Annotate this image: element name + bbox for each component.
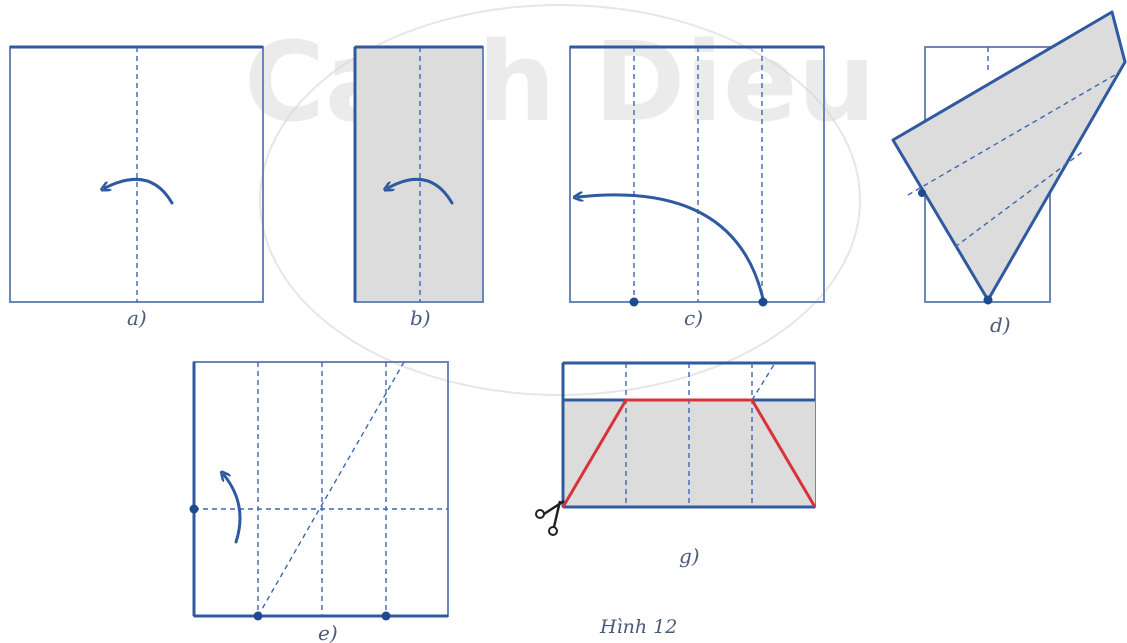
marked-point bbox=[983, 295, 993, 305]
panel-b: b) bbox=[353, 45, 484, 330]
watermark: Canh Dieu bbox=[244, 4, 876, 396]
fold-line bbox=[954, 149, 1086, 248]
marked-point bbox=[189, 504, 199, 514]
marked-point bbox=[758, 297, 768, 307]
paper-folded-half bbox=[355, 47, 483, 302]
panel-label: b) bbox=[410, 306, 431, 330]
panel-a: a) bbox=[9, 45, 264, 330]
panel-label: g) bbox=[679, 544, 700, 568]
panel-d: d) bbox=[891, 10, 1127, 337]
fold-arrow-icon bbox=[388, 177, 454, 205]
panel-g: g) bbox=[535, 361, 817, 568]
panel-label: c) bbox=[684, 306, 703, 330]
folded-flap bbox=[891, 10, 1127, 302]
panel-label: e) bbox=[318, 621, 338, 643]
panel-c: c) bbox=[569, 45, 825, 330]
marked-point bbox=[381, 611, 391, 621]
figure-caption: Hình 12 bbox=[599, 616, 677, 638]
marked-point bbox=[253, 611, 263, 621]
diagonal-fold-line bbox=[257, 361, 405, 617]
marked-point bbox=[629, 297, 639, 307]
fold-arrow-icon bbox=[105, 177, 174, 205]
fold-arrow-icon bbox=[578, 195, 765, 301]
fold-line bbox=[907, 71, 1121, 196]
watermark-text: Canh Dieu bbox=[244, 18, 876, 146]
cut-line bbox=[561, 398, 817, 508]
panel-label: d) bbox=[990, 313, 1011, 337]
scissors-icon bbox=[535, 499, 565, 536]
panel-label: a) bbox=[127, 306, 147, 330]
panel-e: e) bbox=[189, 361, 449, 643]
marked-point bbox=[918, 189, 926, 197]
diagonal-fold-line bbox=[751, 362, 776, 401]
fold-arrow-icon bbox=[224, 475, 242, 544]
